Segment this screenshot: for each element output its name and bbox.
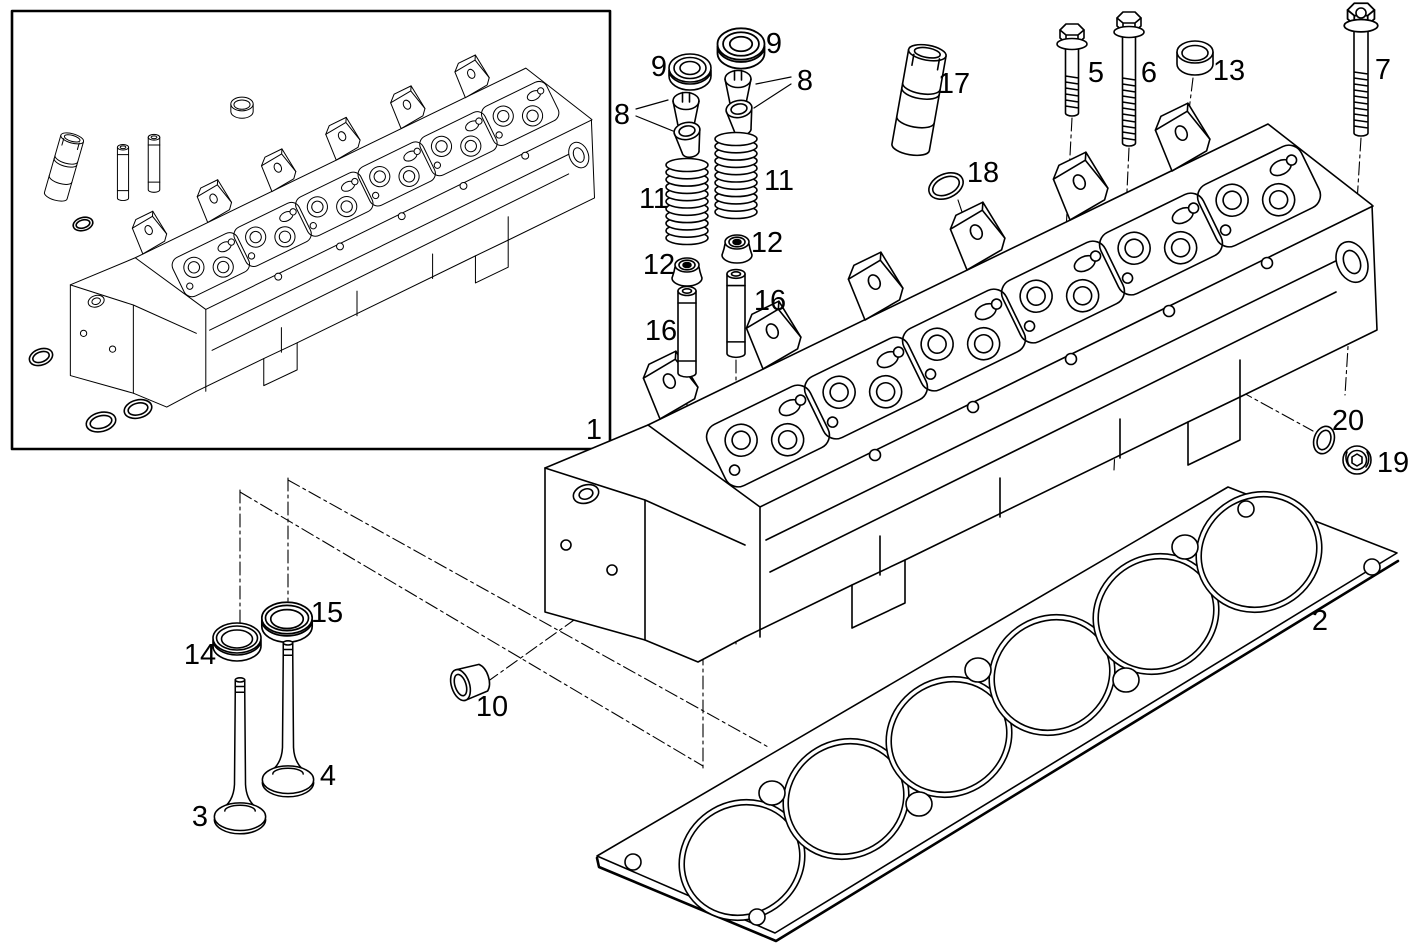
- callout-leaders: [635, 76, 792, 132]
- head-gasket: [595, 486, 1400, 943]
- callout-8-left: 8: [614, 99, 630, 131]
- callout-16-right: 16: [754, 285, 786, 317]
- bolt-6: [1113, 11, 1145, 147]
- callout-5: 5: [1088, 57, 1104, 89]
- callout-18: 18: [967, 157, 999, 189]
- callout-14: 14: [184, 639, 216, 671]
- valve-stem-seal-left: [671, 257, 703, 287]
- callout-13: 13: [1213, 55, 1245, 87]
- callout-labels: 1 2 3 4 5 6 7 8 8 9 9 10 11 11 12 12 13 …: [184, 28, 1409, 833]
- threaded-plug-19: [1342, 445, 1372, 475]
- callout-6: 6: [1141, 57, 1157, 89]
- seal-ring-15: [260, 601, 314, 643]
- valve-spring-right: [714, 131, 758, 220]
- valve-collets-right: [723, 69, 758, 139]
- seal-ring-20: [1312, 425, 1336, 455]
- bolt-7: [1343, 2, 1379, 137]
- inset-cylinder-head: [70, 54, 594, 407]
- callout-11-right: 11: [764, 165, 794, 197]
- callout-12-left: 12: [643, 249, 675, 281]
- callout-11-left: 11: [639, 183, 669, 215]
- bushing-10: [449, 663, 491, 702]
- callout-8-right: 8: [797, 65, 813, 97]
- inset-tappet: [42, 130, 86, 204]
- valve-collets-left: [671, 91, 706, 161]
- callout-15: 15: [311, 597, 343, 629]
- seal-ring-14: [212, 622, 262, 662]
- valve-3: [213, 677, 267, 835]
- spring-retainer-left: [668, 53, 712, 91]
- callout-2: 2: [1312, 605, 1328, 637]
- callout-9-right: 9: [766, 28, 782, 60]
- callout-1: 1: [586, 414, 602, 446]
- valve-stem-seal-right: [721, 234, 753, 264]
- inset-valve-guide-b: [147, 133, 161, 193]
- callout-19: 19: [1377, 447, 1409, 479]
- spring-retainer-right: [716, 27, 766, 70]
- inset-cup-plug: [230, 96, 254, 119]
- callout-4: 4: [320, 760, 336, 792]
- bolt-5: [1056, 23, 1088, 117]
- gasket-cylinder-bores: [678, 490, 1323, 922]
- callout-10: 10: [476, 691, 508, 723]
- tappet: [889, 41, 949, 159]
- callout-17: 17: [938, 68, 970, 100]
- callout-16-left: 16: [645, 315, 677, 347]
- gasket-small-holes: [624, 500, 1381, 926]
- valve-spring-left: [665, 157, 709, 246]
- inset-assembly-view: [10, 9, 612, 451]
- inset-seal-rings: [28, 216, 153, 433]
- inset-valve-guide-a: [116, 143, 130, 202]
- valve-guide-right: [726, 268, 746, 359]
- gasket-ring-18: [928, 172, 964, 200]
- callout-7: 7: [1375, 54, 1391, 86]
- valve-4: [261, 640, 315, 798]
- callout-12-right: 12: [751, 227, 783, 259]
- callout-9-left: 9: [651, 51, 667, 83]
- valve-guide-left: [677, 285, 697, 378]
- cup-plug-13: [1176, 40, 1214, 76]
- callout-3: 3: [192, 801, 208, 833]
- callout-20: 20: [1332, 405, 1364, 437]
- inset-box-border: [10, 9, 612, 451]
